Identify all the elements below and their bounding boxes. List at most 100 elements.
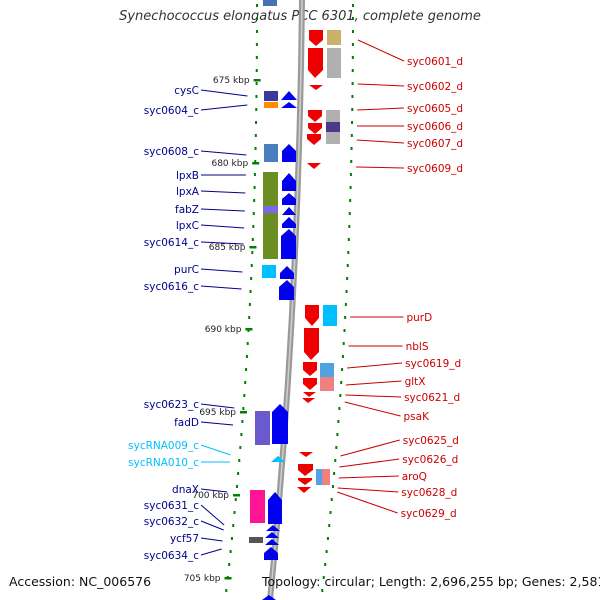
- gene-arrow-nblS: [304, 328, 319, 360]
- gene-label-right[interactable]: syc0601_d: [407, 56, 463, 68]
- gene-label-right[interactable]: aroQ: [402, 471, 427, 483]
- lane-tick: [255, 30, 258, 33]
- gene-arrow-syc0607_d: [307, 134, 321, 145]
- gene-block-syc0604_c: [264, 102, 278, 108]
- gene-arrow-lpxA: [282, 193, 296, 205]
- gene-label-left[interactable]: dnaX: [172, 484, 199, 496]
- gene-label-left[interactable]: syc0631_c: [144, 500, 199, 512]
- gene-label-right[interactable]: syc0606_d: [407, 121, 463, 133]
- lane-tick: [252, 212, 255, 215]
- leader-line: [357, 39, 405, 62]
- lane-tick: [340, 381, 343, 384]
- gene-label-right[interactable]: syc0619_d: [405, 358, 461, 370]
- gene-block-fabZ: [263, 206, 278, 213]
- tick-lanes: [225, 4, 354, 592]
- lane-tick: [349, 173, 352, 176]
- gene-block-dnaX: [250, 490, 265, 523]
- lane-tick: [233, 511, 236, 514]
- ruler-label: 705 kbp: [184, 574, 221, 584]
- leader-line: [200, 520, 224, 531]
- gene-label-right[interactable]: syc0602_d: [407, 81, 463, 93]
- gene-arrow-syc0608_c: [282, 144, 296, 162]
- gene-arrow-bottom: [262, 595, 276, 600]
- lane-tick: [335, 446, 338, 449]
- gene-label-left[interactable]: lpxA: [176, 186, 200, 198]
- leader-line: [340, 439, 400, 457]
- lane-tick: [351, 30, 354, 33]
- gene-label-left[interactable]: syc0634_c: [144, 550, 199, 562]
- gene-label-right[interactable]: syc0628_d: [401, 487, 457, 499]
- lane-tick: [347, 238, 350, 241]
- gene-label-right[interactable]: syc0607_d: [407, 138, 463, 150]
- lane-tick: [250, 277, 253, 280]
- gene-block-aroQ-b: [322, 469, 330, 485]
- gene-label-left[interactable]: syc0632_c: [144, 516, 199, 528]
- gene-label-right[interactable]: syc0605_d: [407, 103, 463, 115]
- lane-tick: [241, 420, 244, 423]
- lane-tick: [343, 329, 346, 332]
- lane-tick: [225, 589, 228, 592]
- leader-line: [356, 166, 405, 169]
- gene-block-lpxB: [263, 172, 278, 206]
- lane-tick: [255, 82, 258, 85]
- gene-arrow-aroQ: [298, 478, 312, 485]
- gene-label-right[interactable]: syc0621_d: [404, 392, 460, 404]
- gene-label-left[interactable]: sycRNA010_c: [128, 457, 199, 469]
- leader-line: [200, 208, 245, 212]
- gene-label-left[interactable]: ycf57: [170, 533, 199, 545]
- lane-tick: [333, 472, 336, 475]
- gene-arrow-ycf57: [265, 539, 279, 545]
- leader-line: [200, 403, 235, 409]
- gene-label-left[interactable]: lpxC: [176, 220, 199, 232]
- lane-tick: [250, 264, 253, 267]
- lane-tick: [349, 186, 352, 189]
- leader-line: [200, 537, 223, 542]
- gene-label-left[interactable]: lpxB: [176, 170, 199, 182]
- gene-label-left[interactable]: sycRNA009_c: [128, 440, 199, 452]
- gene-label-right[interactable]: gltX: [405, 376, 426, 388]
- gene-label-left[interactable]: syc0604_c: [144, 105, 199, 117]
- ruler-tick: [224, 577, 232, 580]
- leader-line: [200, 285, 242, 290]
- gene-arrow-syc0634_c: [264, 547, 278, 560]
- gene-label-right[interactable]: syc0609_d: [407, 163, 463, 175]
- lane-tick: [322, 576, 325, 579]
- lane-tick: [334, 459, 337, 462]
- lane-tick: [346, 264, 349, 267]
- gene-label-left[interactable]: fadD: [174, 417, 199, 429]
- lane-tick: [255, 69, 258, 72]
- lane-tick: [245, 368, 248, 371]
- gene-label-right[interactable]: syc0629_d: [401, 508, 457, 520]
- gene-label-right[interactable]: nblS: [406, 341, 429, 353]
- lane-tick: [255, 56, 258, 59]
- gene-label-right[interactable]: psaK: [404, 411, 431, 423]
- lane-tick: [350, 134, 353, 137]
- gene-label-left[interactable]: syc0614_c: [144, 237, 199, 249]
- gene-label-left[interactable]: syc0623_c: [144, 399, 199, 411]
- lane-tick: [342, 342, 345, 345]
- lane-tick: [350, 147, 353, 150]
- gene-label-left[interactable]: fabZ: [175, 204, 199, 216]
- lane-tick: [249, 290, 252, 293]
- gene-block-syc0605_d: [326, 110, 340, 122]
- lane-tick: [351, 4, 354, 7]
- lane-tick: [228, 563, 231, 566]
- gene-label-right[interactable]: syc0625_d: [403, 435, 459, 447]
- gene-label-left[interactable]: cysC: [174, 85, 199, 97]
- lane-tick: [254, 134, 257, 137]
- gene-label-right[interactable]: purD: [406, 312, 432, 324]
- gene-arrow-psaK: [302, 398, 315, 403]
- gene-block-gltX: [320, 377, 334, 391]
- lane-tick: [253, 173, 256, 176]
- gene-block-syc0607_d: [326, 132, 340, 144]
- gene-label-left[interactable]: purC: [174, 264, 199, 276]
- gene-arrow-syc0614_c: [281, 229, 296, 259]
- gene-label-right[interactable]: syc0626_d: [402, 454, 458, 466]
- gene-label-left[interactable]: syc0616_c: [144, 281, 199, 293]
- lane-tick: [349, 199, 352, 202]
- leader-line: [200, 104, 248, 111]
- genome-summary-text: Topology: circular; Length: 2,696,255 bp…: [262, 574, 600, 589]
- gene-label-left[interactable]: syc0608_c: [144, 146, 199, 158]
- ruler-label: 685 kbp: [209, 243, 246, 253]
